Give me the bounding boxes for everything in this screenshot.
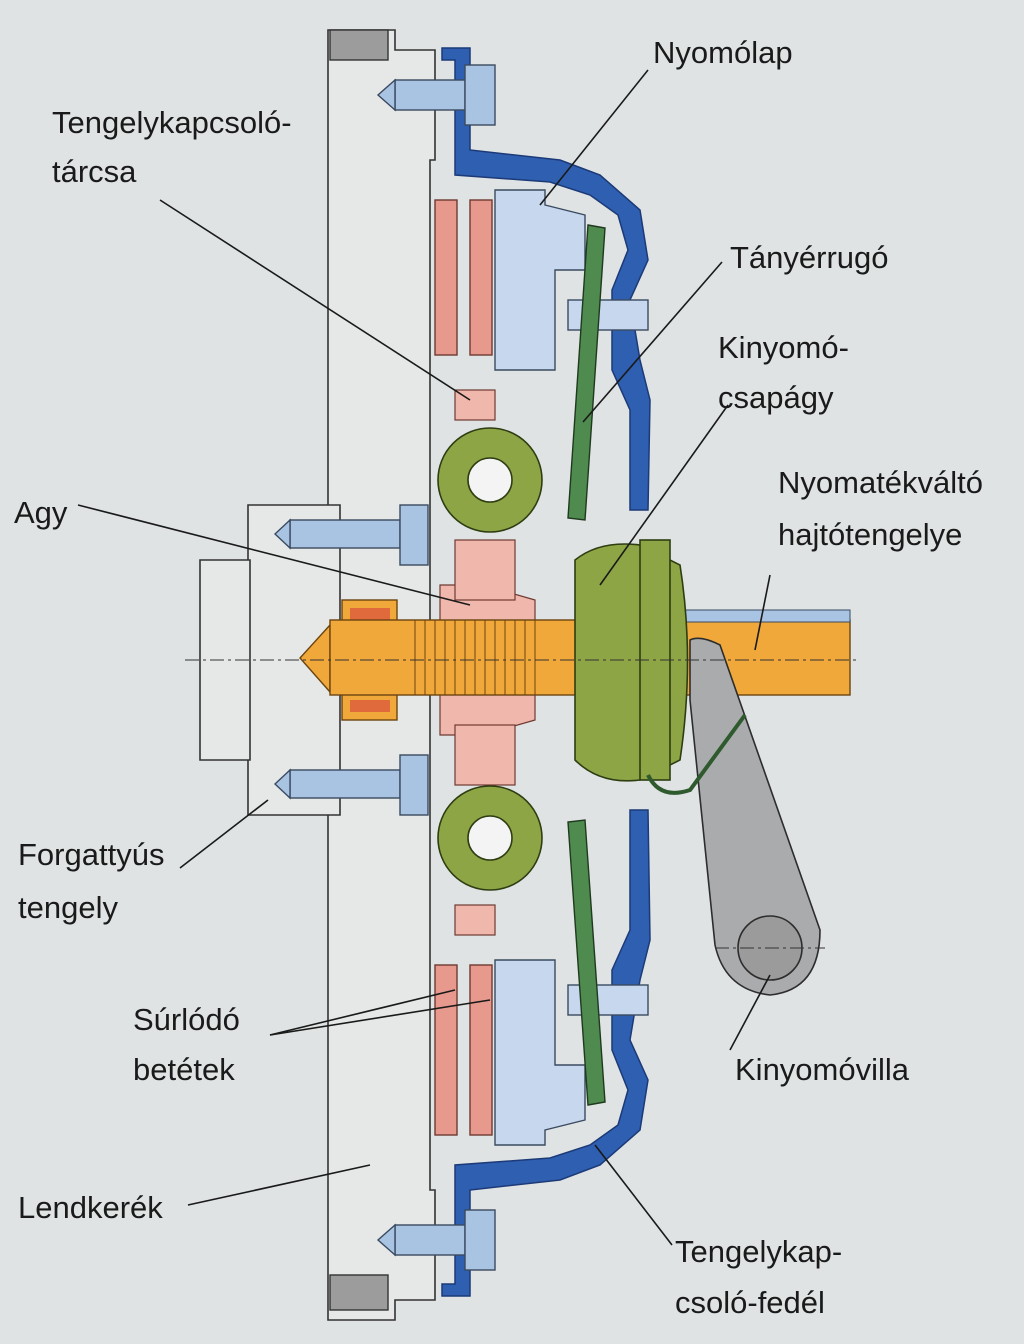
label-tarcsa-line1: Tengelykapcsoló- [52, 105, 292, 140]
label-agy: Agy [14, 495, 68, 530]
clutch-cover [441, 47, 651, 1297]
label-tarcsa-line2: tárcsa [52, 154, 137, 189]
label-nyomatekvalto-line1: Nyomatékváltó [778, 465, 983, 500]
label-forgattyus-line1: Forgattyús [18, 837, 164, 872]
friction-linings [434, 199, 493, 1136]
label-surlodo-line2: betétek [133, 1052, 235, 1087]
label-forgattyus-line2: tengely [18, 890, 118, 925]
damper-springs [437, 427, 543, 891]
flywheel-bolts [273, 504, 429, 816]
label-fedel-line1: Tengelykap- [675, 1234, 842, 1269]
cover-bolts [376, 64, 496, 1271]
diaphragm-spring [567, 224, 606, 1106]
label-tanyerrugo: Tányérrugó [730, 240, 889, 275]
label-kinyomo-csapagy-line2: csapágy [718, 380, 834, 415]
label-surlodo-line1: Súrlódó [133, 1002, 240, 1037]
label-lendkerek: Lendkerék [18, 1190, 163, 1225]
leader-lines [77, 69, 771, 1246]
label-fedel-line2: csoló-fedél [675, 1285, 825, 1320]
labels: Nyomólap Tengelykapcsoló- tárcsa Tányérr… [14, 35, 983, 1320]
pressure-plate [494, 189, 649, 1146]
label-nyomolap: Nyomólap [653, 35, 793, 70]
label-kinyomovilla: Kinyomóvilla [735, 1052, 910, 1087]
label-kinyomo-csapagy-line1: Kinyomó- [718, 330, 849, 365]
label-nyomatekvalto-line2: hajtótengelye [778, 517, 962, 552]
